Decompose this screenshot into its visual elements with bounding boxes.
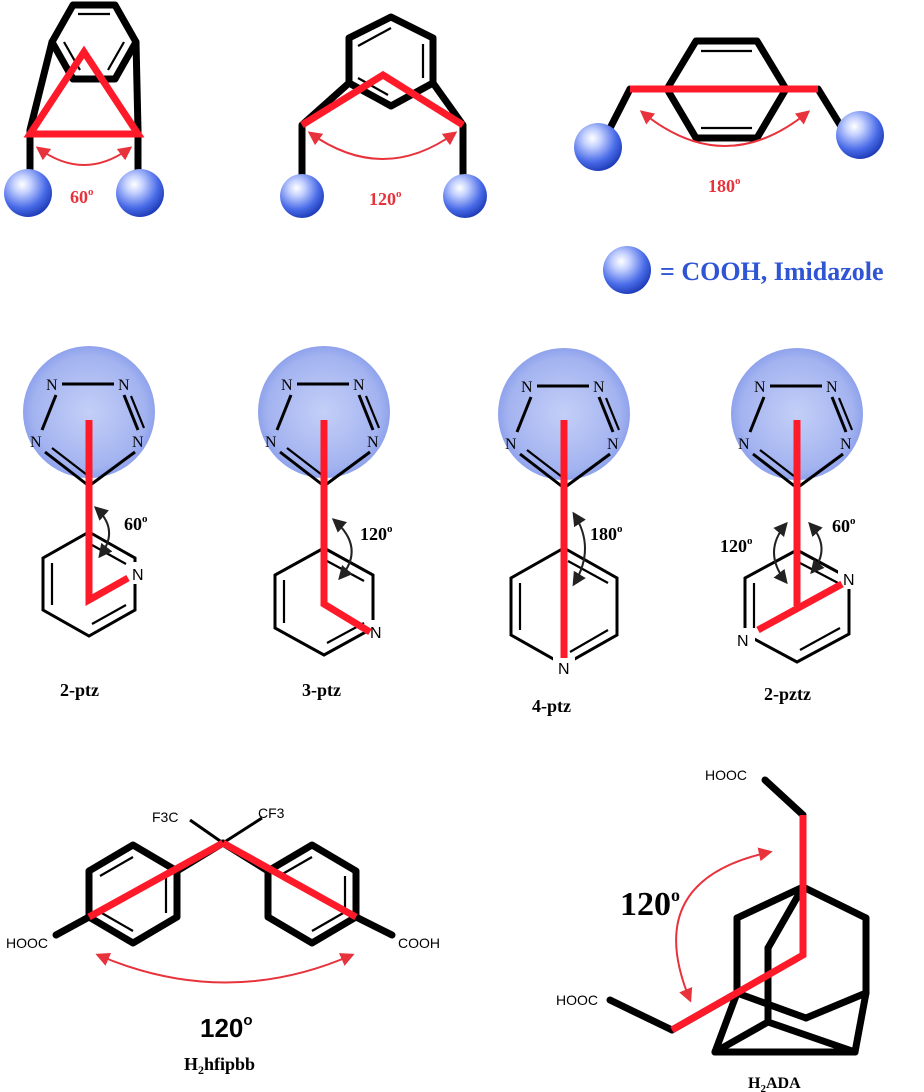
svg-text:N: N [118, 377, 130, 394]
ligand-name: 2-pztz [764, 684, 811, 704]
sphere-left [574, 123, 622, 171]
red-angle [85, 420, 130, 606]
sphere-left [280, 174, 324, 218]
angle-label: 120o [200, 1012, 253, 1043]
cooh-left: HOOC [6, 935, 48, 951]
svg-text:N: N [353, 377, 365, 394]
angle-label: 120o [360, 523, 393, 544]
ligand-4-ptz: N N N N N 180o 4-ptz [498, 348, 630, 716]
tetrazole-halo [258, 346, 390, 478]
cooh-bottom: HOOC [556, 992, 598, 1008]
svg-text:N: N [505, 436, 517, 453]
ligand-name: 4-ptz [532, 696, 571, 716]
meta-linker-120: 120o [280, 13, 487, 218]
angle-label-180: 180o [708, 175, 741, 196]
ligand-2-ptz: N N N N N 60o 2-ptz [23, 346, 155, 700]
svg-text:N: N [132, 434, 144, 451]
angle-label-120: 120o [369, 188, 402, 209]
svg-text:N: N [281, 377, 293, 394]
angle-arrow [639, 110, 811, 147]
svg-text:N: N [737, 633, 749, 650]
angle-label: 60o [124, 513, 148, 534]
angle-label: 180o [590, 523, 623, 544]
svg-text:N: N [30, 434, 42, 451]
angle-label-left: 120o [720, 535, 753, 556]
angle-arrow [307, 131, 458, 160]
legend: = COOH, Imidazole [603, 246, 884, 294]
angle-arrow [35, 146, 133, 166]
tetrazole-halo [23, 346, 155, 478]
angle-arrow [95, 952, 355, 984]
angle-arrow-right [808, 521, 825, 575]
svg-text:N: N [367, 434, 379, 451]
svg-text:N: N [370, 625, 382, 642]
para-linker-180: 180o [574, 37, 884, 196]
compound-name: H2ADA [748, 1075, 801, 1092]
red-angle [320, 420, 372, 635]
angle-label-60: 60o [70, 186, 94, 207]
benzene-ring [345, 13, 437, 110]
svg-text:N: N [46, 377, 58, 394]
angle-arrow [93, 506, 113, 559]
h2hfipbb: F3C CF3 HOOC COOH 120o H2hfipbb [6, 805, 440, 1077]
sphere-left [4, 169, 52, 217]
svg-text:N: N [265, 434, 277, 451]
svg-text:N: N [840, 436, 852, 453]
svg-text:N: N [521, 379, 533, 396]
bond-right [132, 38, 142, 176]
cooh-right: COOH [398, 935, 440, 951]
red-angle-triangle [23, 45, 145, 138]
ligand-name: 3-ptz [302, 680, 341, 700]
angle-label-right: 60o [832, 515, 856, 536]
compound-name: H2hfipbb [184, 1054, 255, 1077]
red-axis-left [87, 839, 225, 921]
ortho-linker-60: 60o [4, 1, 164, 217]
angle-arrow [675, 847, 773, 1003]
svg-text:N: N [738, 436, 750, 453]
svg-text:N: N [593, 379, 605, 396]
bond-right [429, 79, 467, 184]
ligand-3-ptz: N N N N N 120o 3-ptz [258, 346, 393, 700]
tetrazole-halo [498, 348, 630, 480]
legend-sphere [603, 246, 651, 294]
ligand-name: 2-ptz [60, 680, 99, 700]
red-cross [756, 580, 844, 634]
red-axis-right [221, 839, 358, 921]
red-angle [300, 70, 465, 128]
cf3-right: CF3 [258, 805, 285, 821]
pyridine-ring [273, 546, 375, 657]
angle-arrow-left [773, 521, 788, 585]
sphere-right [443, 174, 487, 218]
svg-text:N: N [754, 379, 766, 396]
angle-arrow [331, 518, 353, 581]
svg-text:N: N [132, 567, 144, 584]
pyridine-ring [41, 530, 137, 638]
h2ada: HOOC HOOC 120o H2ADA [556, 767, 870, 1092]
svg-text:N: N [843, 572, 855, 589]
svg-text:N: N [558, 661, 570, 678]
red-angle [670, 815, 807, 1034]
angle-arrow [572, 511, 586, 587]
sphere-right [836, 111, 884, 159]
cooh-top: HOOC [705, 767, 747, 783]
cf3-left: F3C [152, 809, 178, 825]
svg-text:N: N [607, 436, 619, 453]
legend-text: = COOH, Imidazole [660, 257, 884, 286]
tetrazole-halo [731, 348, 863, 480]
svg-text:N: N [826, 379, 838, 396]
ligand-2-pztz: N N N N N N 120o 60o 2-pztz [720, 348, 863, 704]
angle-label: 120o [620, 885, 680, 923]
sphere-right [116, 169, 164, 217]
